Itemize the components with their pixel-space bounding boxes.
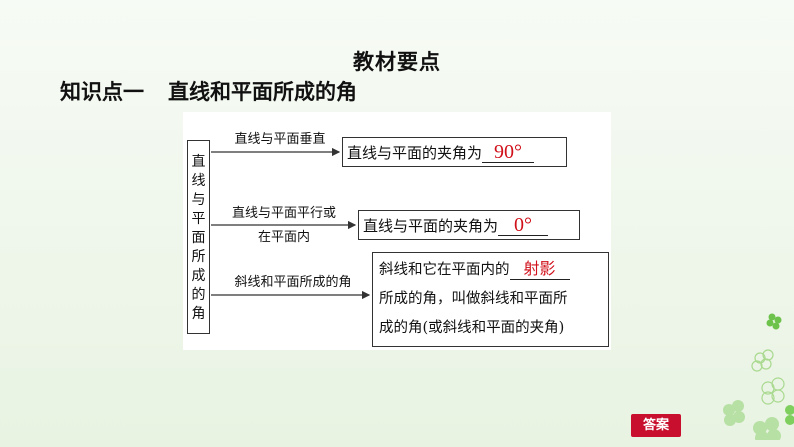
answer-blank: 0° [498, 215, 549, 236]
root-concept-box: 直 线 与 平 面 所 成 的 角 [187, 140, 210, 334]
root-char: 所 [191, 248, 206, 265]
clover-decoration-icon [723, 313, 794, 440]
result-text: 斜线和它在平面内的 [379, 262, 510, 278]
condition-line: 直线与平面平行或 [231, 206, 336, 221]
section-heading: 知识点一直线和平面所成的角 [60, 76, 357, 106]
answer-button[interactable]: 答案 [631, 414, 681, 437]
result-oblique: 斜线和它在平面内的射影 所成的角，叫做斜线和平面所 成的角(或斜线和平面的夹角) [372, 252, 609, 347]
root-char: 直 [191, 153, 206, 170]
answer-blank: 90° [482, 142, 535, 163]
root-char: 的 [191, 286, 206, 303]
root-char: 与 [191, 191, 206, 208]
condition-line: 在平面内 [257, 230, 310, 245]
condition-perpendicular: 直线与平面垂直 [234, 132, 326, 147]
condition-oblique: 斜线和平面所成的角 [234, 275, 352, 290]
result-text: 直线与平面的夹角为 [363, 217, 499, 235]
condition-parallel: 直线与平面平行或 在平面内 [219, 202, 349, 250]
result-text: 所成的角，叫做斜线和平面所 [379, 291, 568, 307]
root-char: 线 [191, 172, 206, 189]
root-char: 面 [191, 229, 206, 246]
root-char: 角 [191, 305, 206, 322]
section-number: 知识点一 [60, 80, 144, 104]
slide-title: 教材要点 [353, 50, 441, 74]
result-text: 成的角(或斜线和平面的夹角) [379, 320, 565, 336]
result-text: 直线与平面的夹角为 [347, 144, 483, 162]
connector-arrows [211, 147, 371, 300]
root-char: 平 [191, 210, 206, 227]
section-title: 直线和平面所成的角 [168, 80, 357, 104]
answer-blank: 射影 [509, 259, 570, 280]
root-char: 成 [191, 267, 206, 284]
